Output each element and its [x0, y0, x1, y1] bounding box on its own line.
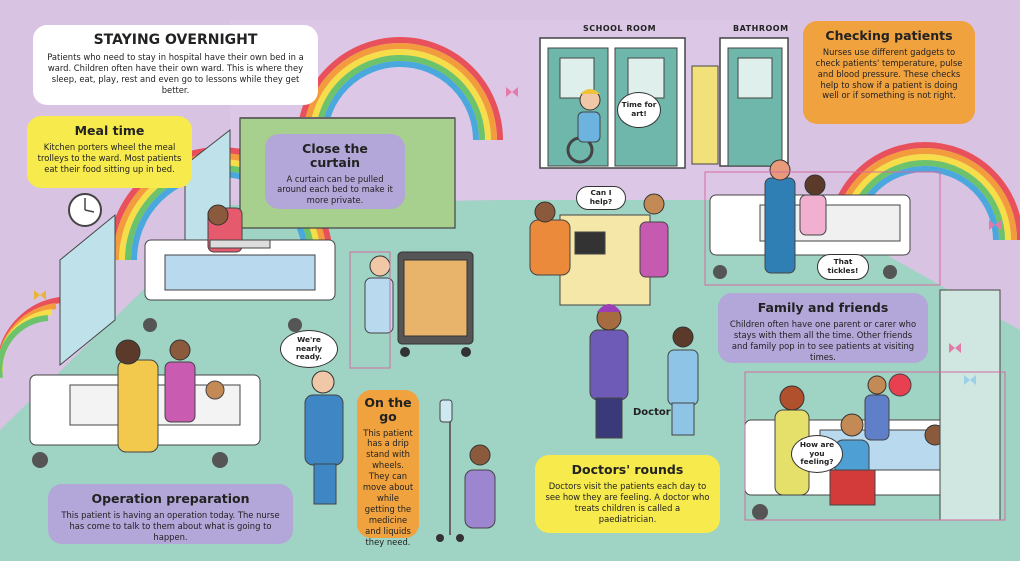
checking-patients-title: Checking patients: [825, 28, 953, 43]
meal-time-title: Meal time: [74, 123, 145, 138]
speech-bubble-can-i-help: Can I help?: [576, 186, 626, 210]
bed-checking: [709, 159, 911, 279]
meal-time-text: Kitchen porters wheel the meal trolleys …: [37, 141, 182, 174]
close-curtain-text: A curtain can be pulled around each bed …: [277, 173, 393, 206]
doctors-rounds-text: Doctors visit the patients each day to s…: [545, 480, 710, 524]
speech-bubble-that-tickles: That tickles!: [817, 254, 869, 280]
page-title: STAYING OVERNIGHT: [93, 32, 258, 48]
on-the-go-title: On the go: [364, 395, 412, 424]
bed-operation: [29, 339, 261, 468]
bed-meal: [143, 204, 336, 332]
balloon-icon: [888, 373, 912, 397]
operation-prep-text: This patient is having an operation toda…: [61, 509, 280, 542]
intro-text: Patients who need to stay in hospital ha…: [47, 52, 304, 96]
door-window: [737, 57, 773, 99]
speech-bubble-how-feeling: How are you feeling?: [791, 435, 843, 473]
nurse: [304, 370, 344, 505]
giraffe-poster: [691, 65, 719, 165]
meal-time-box: Meal time Kitchen porters wheel the meal…: [27, 116, 192, 188]
rainbow-bottom-left: [0, 297, 61, 378]
doctors-group: [589, 304, 699, 439]
family-friends-text: Children often have one parent or carer …: [729, 318, 917, 362]
operation-prep-title: Operation preparation: [91, 491, 250, 506]
red-chair: [829, 469, 876, 506]
wall-cabinet: [939, 289, 1001, 521]
meal-trolley: [364, 251, 474, 357]
doctors-rounds-box: Doctors' rounds Doctors visit the patien…: [535, 455, 720, 533]
operation-prep-box: Operation preparation This patient is ha…: [48, 484, 293, 544]
speech-bubble-nearly-ready: We're nearly ready.: [280, 330, 338, 368]
reception-desk: [529, 193, 669, 306]
intro-box: STAYING OVERNIGHT Patients who need to s…: [33, 25, 318, 105]
drip-stand-patient: [436, 399, 496, 542]
butterfly-icon: [34, 87, 1001, 385]
doctors-rounds-title: Doctors' rounds: [571, 462, 684, 477]
on-the-go-box: On the go This patient has a drip stand …: [357, 390, 419, 547]
wheelchair-child: [566, 89, 601, 164]
bathroom-sign: BATHROOM: [733, 24, 789, 33]
guide-lines: [349, 171, 1006, 521]
window-left-lower: [59, 213, 116, 367]
close-curtain-title: Close the curtain: [302, 141, 368, 170]
school-room-sign: SCHOOL ROOM: [583, 24, 657, 33]
doctor-label: Doctor: [633, 407, 671, 418]
speech-bubble-time-for-art: Time for art!: [617, 92, 661, 128]
family-friends-box: Family and friends Children often have o…: [718, 293, 928, 363]
checking-patients-box: Checking patients Nurses use different g…: [803, 21, 975, 124]
close-curtain-box: Close the curtain A curtain can be pulle…: [265, 134, 405, 209]
checking-patients-text: Nurses use different gadgets to check pa…: [815, 46, 963, 101]
on-the-go-text: This patient has a drip stand with wheel…: [362, 427, 414, 547]
family-friends-title: Family and friends: [757, 300, 889, 315]
